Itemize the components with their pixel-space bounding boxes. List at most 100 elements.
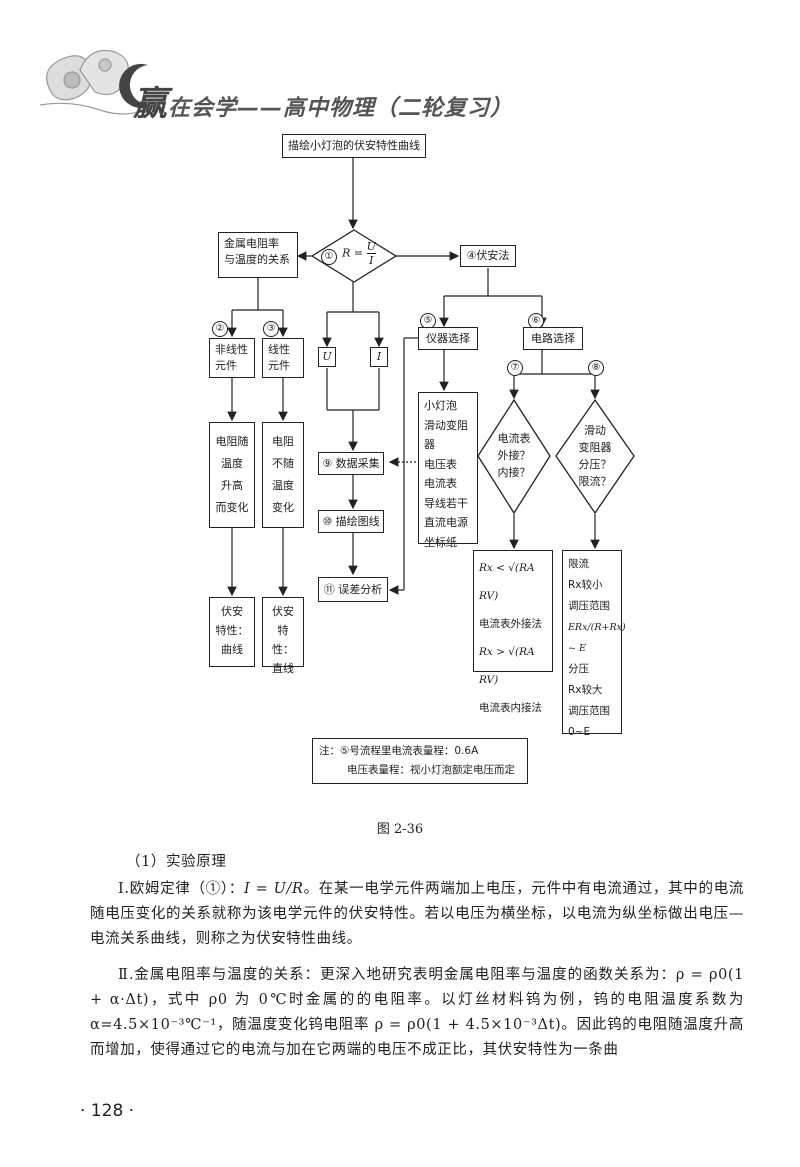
rv-3: 升高: [221, 479, 243, 492]
rq-2: 变阻器: [578, 441, 612, 454]
lim-1: 限流: [568, 558, 589, 570]
vl-1: 伏安: [272, 605, 294, 618]
step-7-number: ⑦: [507, 360, 523, 376]
lim-5: 分压: [568, 663, 589, 675]
eq-3: 电压表: [424, 457, 457, 471]
p1-prefix: Ⅰ.欧姆定律（①）：: [118, 881, 244, 897]
i-label: I: [376, 350, 382, 363]
step-10-box: ⑩ 描绘图线: [318, 510, 384, 533]
vl-2: 特性：: [272, 624, 294, 656]
va-curve-box: 伏安 特性： 曲线: [209, 597, 255, 667]
rv-4: 而变化: [215, 501, 249, 514]
voltammetry-box: ④伏安法: [460, 245, 516, 267]
u-label: U: [322, 350, 332, 363]
step-2-number: ②: [212, 321, 228, 337]
flowchart-connectors: [227, 157, 635, 597]
u-box: U: [318, 347, 336, 367]
va-line-box: 伏安 特性： 直线: [262, 597, 304, 675]
step-9-text: ⑨ 数据采集: [322, 456, 380, 470]
resist-vary-box: 电阻随 温度 升高 而变化: [209, 422, 255, 528]
metal-line-2: 与温度的关系: [224, 253, 290, 266]
lim-7: 调压范围: [568, 705, 610, 717]
formula-lhs: R =: [342, 246, 364, 260]
vc-1: 伏安: [221, 605, 243, 618]
step-9-box: ⑨ 数据采集: [318, 452, 384, 475]
metal-resistivity-box: 金属电阻率 与温度的关系: [218, 232, 298, 278]
lim-6: Rx较大: [568, 684, 603, 696]
eq-7: 坐标纸: [424, 535, 457, 549]
lim-4: ERx/(R+Rx) ~ E: [568, 622, 626, 654]
rf-2: 不随: [272, 457, 294, 470]
circuit-text: 电路选择: [531, 331, 575, 345]
rf-3: 温度: [272, 479, 294, 492]
lim-2: Rx较小: [568, 579, 603, 591]
formula-diamond: [310, 229, 398, 283]
int-condition: Rx > √(RA RV): [479, 646, 535, 686]
p1-body: 。在某一电学元件两端加上电压，元件中有电流通过，其中的电流随电压变化的关系就称为…: [90, 881, 744, 947]
step-6-number: ⑥: [528, 313, 544, 329]
eq-6: 直流电源: [424, 516, 468, 529]
aq-3: 内接？: [497, 466, 531, 479]
figure-caption: 图 2-36: [376, 822, 424, 837]
note-box: 注：⑤号流程里电流表量程：0.6A 电压表量程：视小灯泡额定电压而定: [312, 738, 528, 784]
nonlinear-line-1: 非线性: [215, 343, 248, 356]
linear-line-2: 元件: [268, 359, 290, 372]
linear-box: 线性 元件: [262, 338, 304, 378]
nonlinear-line-2: 元件: [215, 359, 237, 372]
eq-5: 导线若干: [424, 496, 468, 510]
rq-4: 限流？: [578, 475, 612, 488]
page-number: · 128 ·: [80, 1101, 135, 1121]
aq-1: 电流表: [497, 432, 531, 445]
step-8-number: ⑧: [588, 360, 604, 376]
paragraph-resistivity: Ⅱ.金属电阻率与温度的关系：更深入地研究表明金属电阻率与温度的函数关系为：ρ =…: [90, 967, 744, 1058]
paragraph-ohm: Ⅰ.欧姆定律（①）：I = U/R。在某一电学元件两端加上电压，元件中有电流通过…: [90, 877, 744, 952]
rv-1: 电阻随: [215, 435, 249, 448]
formula-numerator: U: [366, 240, 376, 254]
aq-2: 外接？: [497, 449, 531, 462]
nonlinear-box: 非线性 元件: [209, 338, 255, 378]
step-1-number: ①: [321, 249, 337, 265]
instrument-text: 仪器选择: [426, 331, 470, 345]
step-11-box: ⑪ 误差分析: [318, 577, 388, 602]
step-10-text: ⑩ 描绘图线: [322, 514, 380, 528]
formula-denominator: I: [369, 254, 374, 267]
header-title-text: 在会学——高中物理（二轮复习）: [168, 96, 514, 121]
vl-3: 直线: [272, 662, 294, 675]
rq-1: 滑动: [584, 424, 606, 437]
circuit-box: 电路选择: [523, 327, 583, 350]
section-heading: （1）实验原理: [126, 854, 227, 870]
ammeter-diamond: [477, 398, 551, 515]
rv-2: 温度: [221, 457, 243, 470]
rheostat-question: 滑动 变阻器 分压？ 限流？: [568, 422, 622, 490]
rq-3: 分压？: [578, 458, 612, 471]
instrument-box: 仪器选择: [418, 327, 478, 350]
eq-2: 滑动变阻器: [424, 418, 468, 452]
p1-equation: I = U/R: [243, 881, 304, 897]
ammeter-conn-box: Rx < √(RA RV) 电流表外接法 Rx > √(RA RV) 电流表内接…: [473, 550, 553, 714]
eq-4: 电流表: [424, 477, 457, 490]
formula-r-ui: R = U I: [336, 240, 382, 267]
equipment-box: 小灯泡 滑动变阻器 电压表 电流表 导线若干 直流电源 坐标纸: [418, 392, 478, 549]
page-header: 赢在会学——高中物理（二轮复习）: [0, 0, 800, 124]
flower-ornament-icon: [39, 49, 156, 115]
vc-2: 特性：: [215, 624, 249, 637]
lim-8: 0~E: [568, 726, 591, 738]
note-line-1: 注：⑤号流程里电流表量程：0.6A: [319, 745, 479, 757]
ammeter-question: 电流表 外接？ 内接？: [488, 430, 540, 481]
rf-4: 变化: [272, 501, 294, 514]
int-label: 电流表内接法: [479, 702, 542, 714]
crescent-icon: [119, 63, 152, 108]
step-3-number: ③: [263, 321, 279, 337]
note-line-2: 电压表量程：视小灯泡额定电压而定: [347, 764, 515, 776]
limit-divider-box: 限流 Rx较小 调压范围 ERx/(R+Rx) ~ E 分压 Rx较大 调压范围…: [562, 550, 626, 738]
rf-1: 电阻: [272, 435, 294, 448]
vc-3: 曲线: [221, 643, 243, 656]
i-box: I: [370, 347, 388, 367]
eq-1: 小灯泡: [424, 399, 457, 412]
header-win-char: 赢: [133, 84, 168, 124]
rheostat-diamond: [555, 398, 635, 515]
lim-3: 调压范围: [568, 600, 610, 612]
resist-fixed-box: 电阻 不随 温度 变化: [262, 422, 304, 528]
flow-top-text: 描绘小灯泡的伏安特性曲线: [288, 139, 420, 152]
metal-line-1: 金属电阻率: [224, 237, 279, 250]
